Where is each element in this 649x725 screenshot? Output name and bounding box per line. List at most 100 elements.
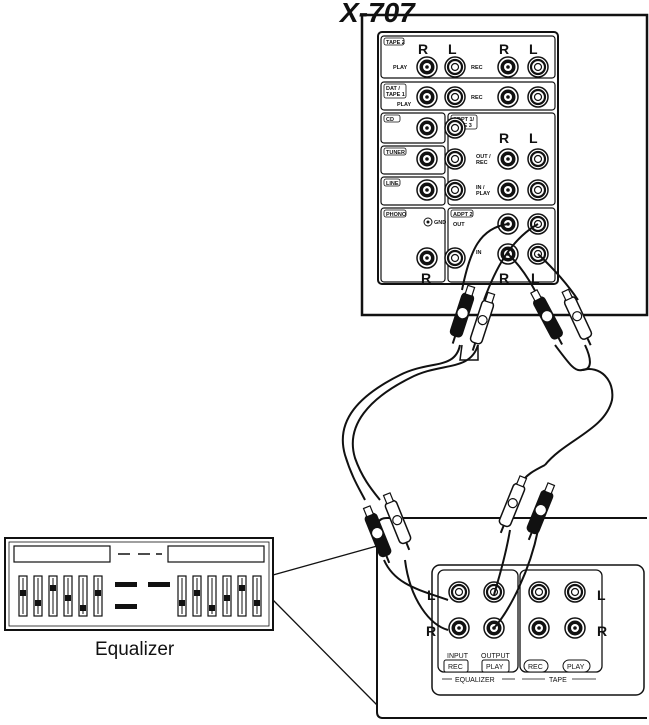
- tape1-play-l-jack: [444, 86, 466, 108]
- equalizer-label: Equalizer: [95, 639, 175, 660]
- plug-amp-out-l: [469, 291, 496, 351]
- tape-rec-r-jack: [528, 617, 550, 639]
- eq-input-label: INPUT: [447, 653, 469, 660]
- phono-r-jack: [416, 247, 438, 269]
- cable-eq-output-l: [493, 529, 511, 596]
- cable-left-run-b: [351, 344, 479, 501]
- tape-rec-l-jack: [528, 581, 550, 603]
- tape2-play-l-jack: [444, 56, 466, 78]
- eq-sliders: [18, 575, 262, 617]
- eq-slider-right-2: [192, 575, 202, 617]
- cable-eq-input-l: [383, 559, 449, 601]
- cable-right-run-b: [519, 344, 591, 486]
- cable-right-run-a: [544, 344, 614, 466]
- phono-r-label: R: [421, 270, 431, 286]
- adpt1-l-header: L: [529, 130, 538, 146]
- adpt1-out-r-jack: [497, 148, 519, 170]
- tape-r-label: R: [597, 623, 607, 639]
- tape1-rec-label: REC: [471, 95, 483, 101]
- cd-r-jack: [416, 117, 438, 139]
- eq-slider-left-3: [48, 575, 58, 617]
- cable-eq-input-r: [404, 559, 449, 631]
- eq-slider-right-6: [252, 575, 262, 617]
- adpt2-l-label: L: [531, 270, 540, 286]
- plug-eq-output-l: [498, 475, 528, 534]
- plug-eq-output-r: [526, 482, 556, 541]
- gnd-label: GND: [434, 220, 446, 226]
- unit-callout-lines: [272, 545, 378, 706]
- eq-slider-left-2: [33, 575, 43, 617]
- adpt1-inplay-label: PLAY: [476, 191, 490, 197]
- adpt1-r-header: R: [499, 130, 509, 146]
- eq-slider-right-1: [177, 575, 187, 617]
- rca-cables: [341, 223, 614, 631]
- plug-eq-input-l: [362, 505, 392, 564]
- plug-amp-in-r: [530, 289, 563, 345]
- eq-slider-left-6: [93, 575, 103, 617]
- adpt1-in-l-jack: [527, 179, 549, 201]
- tape2-play-label: PLAY: [393, 65, 407, 71]
- tape2-label: TAPE 2: [386, 40, 405, 46]
- tape2-rec-l-header: L: [529, 41, 538, 57]
- cable-left-run-a: [341, 344, 461, 501]
- adpt2-out-label: OUT: [453, 222, 465, 228]
- cable-eq-output-r: [493, 529, 539, 629]
- eq-output-label: OUTPUT: [481, 653, 511, 660]
- equalizer-rear-panel: L R L R INPUT OUTPUT REC PLAY REC PLAY E…: [376, 517, 647, 719]
- cable-amp-in-l: [537, 253, 579, 301]
- tape1-rec-r-jack: [497, 86, 519, 108]
- eq-slider-right-3: [207, 575, 217, 617]
- adpt1-label: ADPT 1/: [453, 117, 475, 123]
- cable-amp-out-l: [483, 223, 539, 301]
- adpt2-r-label: R: [499, 270, 509, 286]
- plug-amp-out-r: [449, 284, 476, 344]
- tuner-l-jack: [444, 148, 466, 170]
- tape2-l-header: L: [448, 41, 457, 57]
- tape-play-r-jack: [564, 617, 586, 639]
- line-l-jack: [444, 179, 466, 201]
- tuner-r-jack: [416, 148, 438, 170]
- gnd-terminal: [423, 217, 433, 227]
- phono-l-jack: [444, 247, 466, 269]
- eq-input-l-jack: [448, 581, 470, 603]
- adpt2-in-label: IN: [476, 250, 482, 256]
- line-label: LINE: [386, 181, 399, 187]
- equalizer-front-unit: Equalizer: [4, 537, 274, 660]
- tape2-rec-r-jack: [497, 56, 519, 78]
- dat-label: DAT /: [386, 86, 400, 92]
- adpt1-out-label: OUT /: [476, 154, 491, 160]
- cd-label: CD: [386, 117, 394, 123]
- adpt1-in-r-jack: [497, 179, 519, 201]
- adpt1-outrec-label: REC: [476, 160, 488, 166]
- tape-play-l-jack: [564, 581, 586, 603]
- eq-slider-right-4: [222, 575, 232, 617]
- tape-l-label: L: [597, 587, 606, 603]
- tape-section-label: TAPE: [549, 677, 567, 684]
- eq-slider-right-5: [237, 575, 247, 617]
- phono-label: PHONO: [386, 212, 407, 218]
- adpt2-label: ADPT 2: [453, 212, 473, 218]
- eq-input-r-jack: [448, 617, 470, 639]
- tape-play-label: PLAY: [567, 664, 585, 671]
- eq-slider-left-5: [78, 575, 88, 617]
- line-r-jack: [416, 179, 438, 201]
- adpt1-in-label: IN /: [476, 185, 485, 191]
- rca-plugs: [362, 284, 593, 564]
- tuner-label: TUNER: [386, 150, 405, 156]
- eq-r-label: R: [426, 623, 436, 639]
- tape1-label: TAPE 1: [386, 92, 405, 98]
- eq-slider-left-1: [18, 575, 28, 617]
- tape2-rec-label: REC: [471, 65, 483, 71]
- amplifier-rear-panel: TAPE 2 DAT / TAPE 1 CD TUNER LINE PHONO …: [360, 13, 649, 317]
- eq-slider-left-4: [63, 575, 73, 617]
- eq-rec-label: REC: [448, 664, 463, 671]
- tape1-rec-l-jack: [527, 86, 549, 108]
- cable-amp-out-r: [461, 223, 509, 291]
- cd-l-jack: [444, 117, 466, 139]
- tape-rec-label: REC: [528, 664, 543, 671]
- eq-play-label: PLAY: [486, 664, 504, 671]
- tape2-rec-r-header: R: [499, 41, 509, 57]
- tape1-play-label: PLAY: [397, 102, 411, 108]
